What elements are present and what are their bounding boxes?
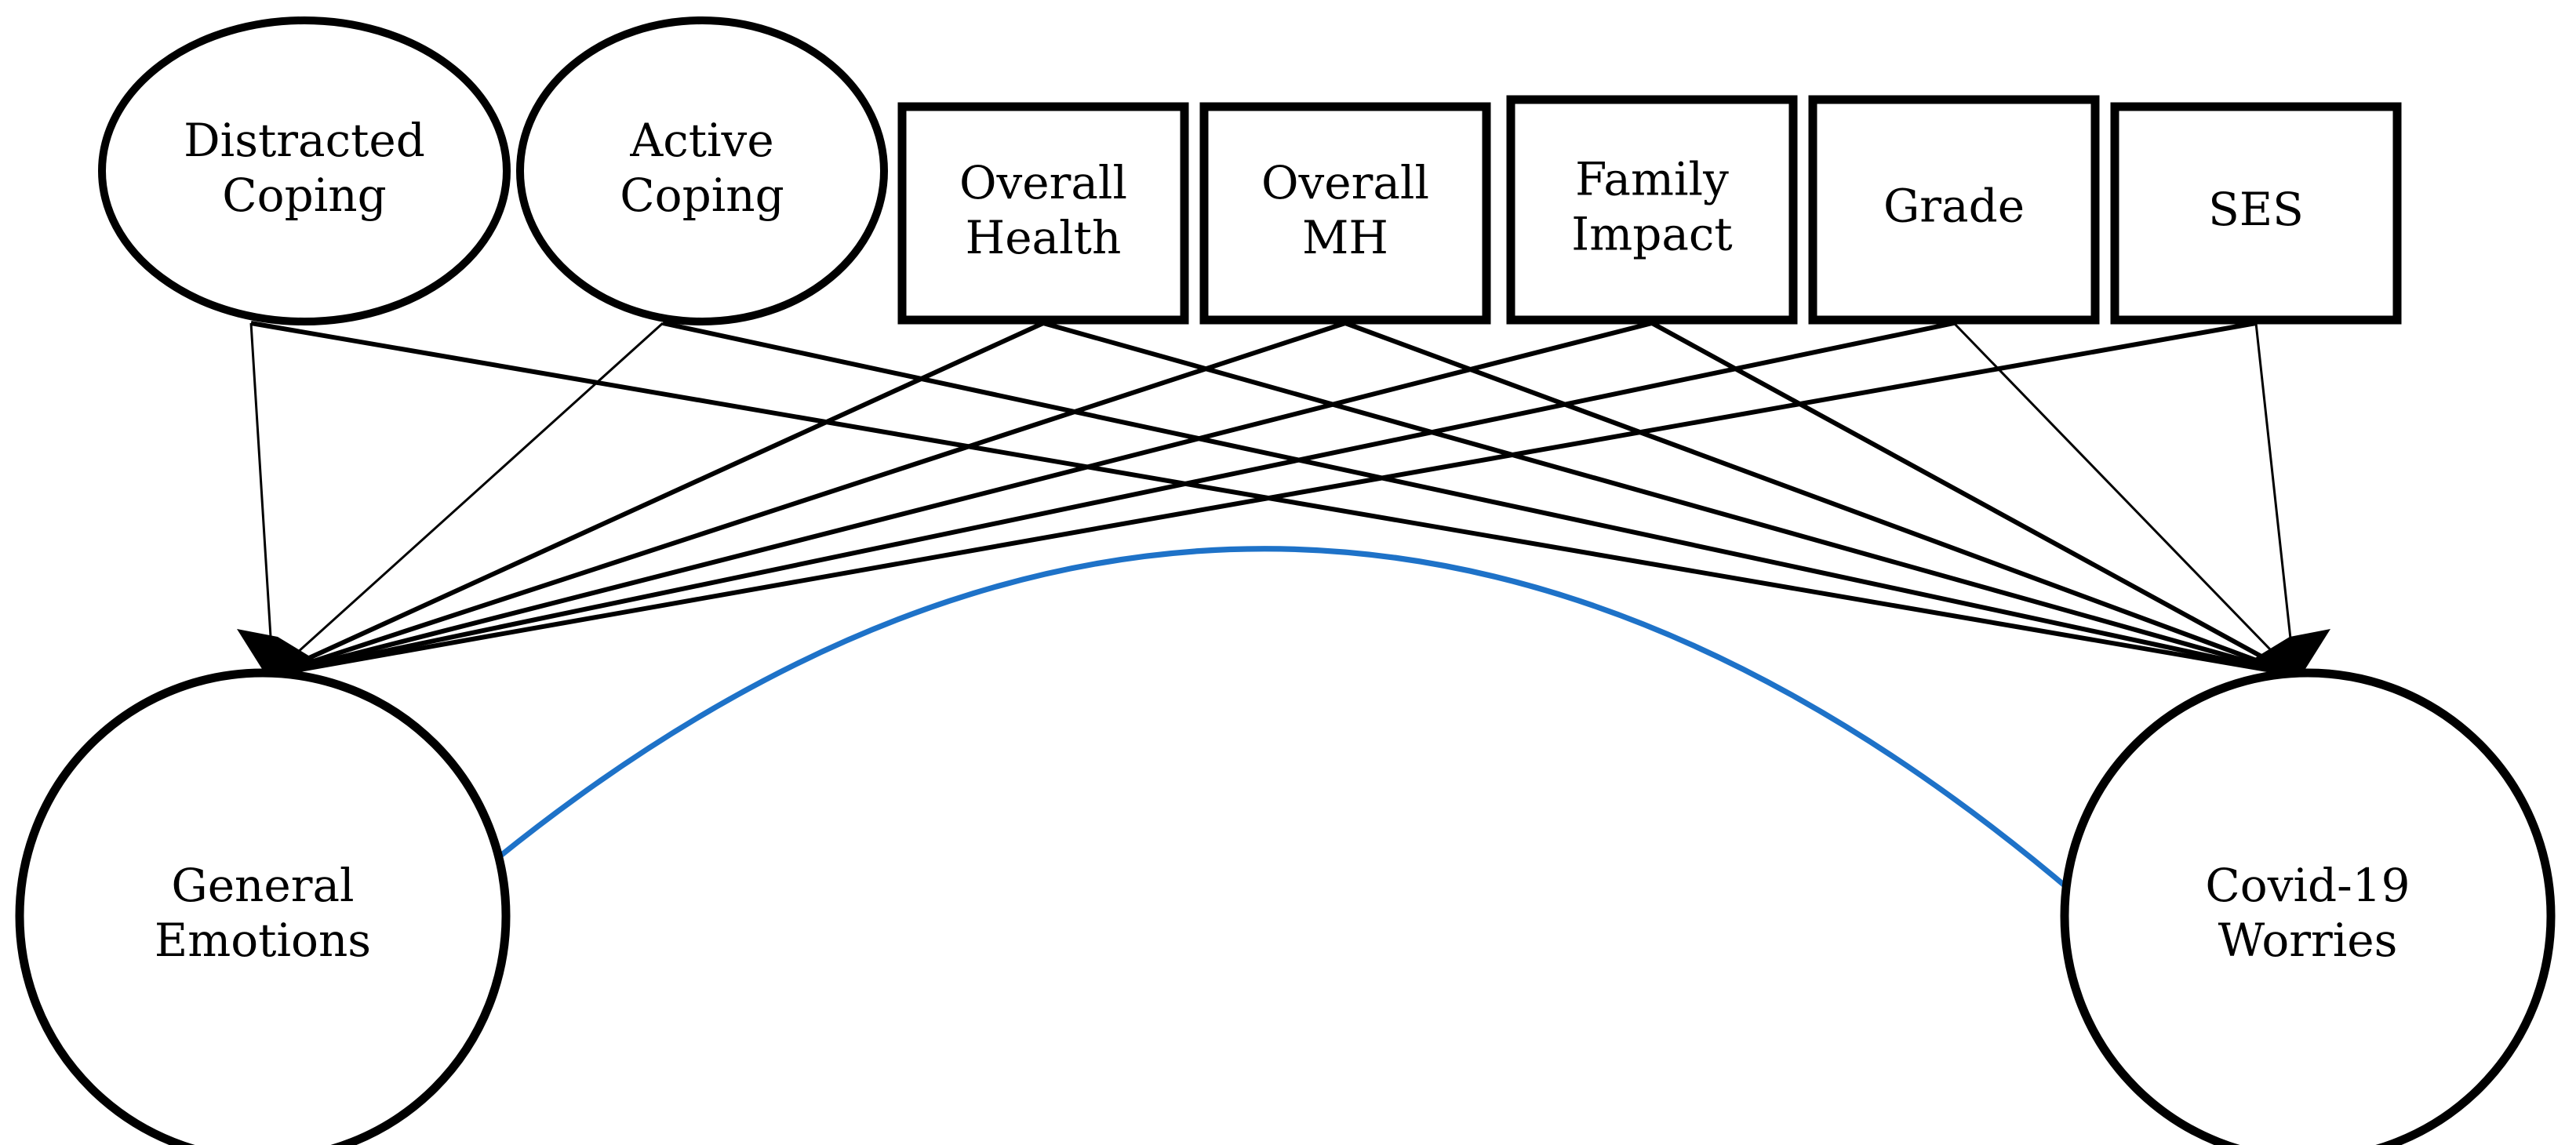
general-emotions-label-line1: General [171,859,354,912]
overall-mh-label-line1: Overall [1261,156,1429,209]
active-coping-label-line1: Active [629,114,773,167]
path-arrow-grade-to-covid-19-worries [1952,322,2296,676]
family-impact-label-line2: Impact [1571,208,1732,261]
arrowheads-layer [237,629,2330,684]
overall-mh-label-line2: MH [1302,211,1388,264]
active-coping-label-line2: Coping [620,169,784,222]
path-arrow-distracted-coping-to-covid-19-worries [250,321,2295,677]
path-arrow-overall-health-to-covid-19-worries [1042,321,2295,677]
arrowhead-general-emotions [237,629,314,684]
edges-layer [249,321,2296,677]
overall-health-label-line2: Health [966,211,1122,264]
overall-health-label-line1: Overall [959,156,1127,209]
path-arrow-active-coping-to-covid-19-worries [662,321,2295,677]
family-impact-label-line1: Family [1575,153,1729,206]
distracted-coping-label-line2: Coping [222,169,386,222]
covid-19-worries-label-line1: Covid-19 [2205,859,2410,912]
node-grade[interactable]: Grade [1808,95,2100,325]
distracted-coping-label-line1: Distracted [184,114,425,167]
arrowhead-covid-19-worries [2254,629,2330,684]
path-arrow-overall-mh-to-covid-19-worries [1344,321,2296,677]
node-ses[interactable]: SES [2110,102,2402,325]
path-arrow-grade-to-general-emotions [272,321,1955,677]
path-arrow-ses-to-covid-19-worries [2254,322,2296,675]
path-arrow-overall-mh-to-general-emotions [272,321,1346,677]
grade-label: Grade [1883,180,2025,233]
covariance-curve-general-emotions-covid-worries [493,546,2077,896]
covid-19-worries-label-line2: Worries [2218,914,2398,967]
path-arrow-active-coping-to-general-emotions [271,322,664,676]
path-arrow-family-impact-to-general-emotions [272,321,1653,677]
path-arrow-overall-health-to-general-emotions [271,321,1045,677]
general-emotions-label-line2: Emotions [155,914,371,967]
ses-label: SES [2208,183,2304,236]
path-arrow-family-impact-to-covid-19-worries [1650,321,2296,677]
path-arrow-distracted-coping-to-general-emotions [249,322,275,675]
